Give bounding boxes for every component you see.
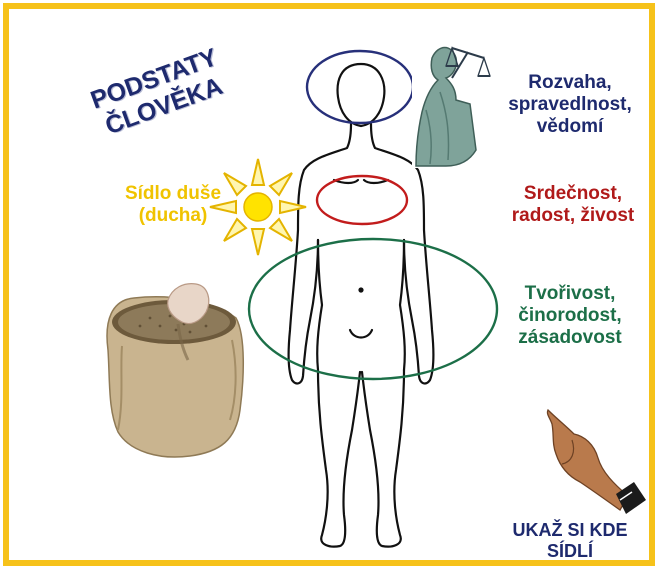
- heart-label-line: Srdečnost,: [498, 183, 648, 205]
- creative-label-line: činorodost,: [505, 305, 635, 327]
- show-where-label-line: UKAŽ SI KDE: [505, 520, 635, 541]
- show-where-label: UKAŽ SI KDE SÍDLÍ: [505, 520, 635, 561]
- mind-label: Rozvaha, spravedlnost, vědomí: [500, 72, 640, 138]
- mind-ellipse: [307, 51, 413, 123]
- seed-sack-icon: [107, 284, 243, 457]
- heart-label-line: radost, živost: [498, 205, 648, 227]
- pointing-hand-icon: [547, 410, 646, 514]
- mind-label-line: spravedlnost,: [500, 94, 640, 116]
- heart-ellipse: [317, 176, 407, 224]
- soul-label-line: (ducha): [118, 205, 228, 227]
- creative-ellipse: [249, 239, 497, 379]
- creative-label-line: zásadovost: [505, 327, 635, 349]
- show-where-label-line: SÍDLÍ: [505, 541, 635, 562]
- creative-label-line: Tvořivost,: [505, 283, 635, 305]
- soul-label-line: Sídlo duše: [118, 183, 228, 205]
- heart-label: Srdečnost, radost, živost: [498, 183, 648, 227]
- justice-statue-icon: [412, 38, 490, 168]
- creative-label: Tvořivost, činorodost, zásadovost: [505, 283, 635, 349]
- mind-label-line: vědomí: [500, 116, 640, 138]
- soul-label: Sídlo duše (ducha): [118, 183, 228, 227]
- human-body-outline: [289, 64, 434, 547]
- mind-label-line: Rozvaha,: [500, 72, 640, 94]
